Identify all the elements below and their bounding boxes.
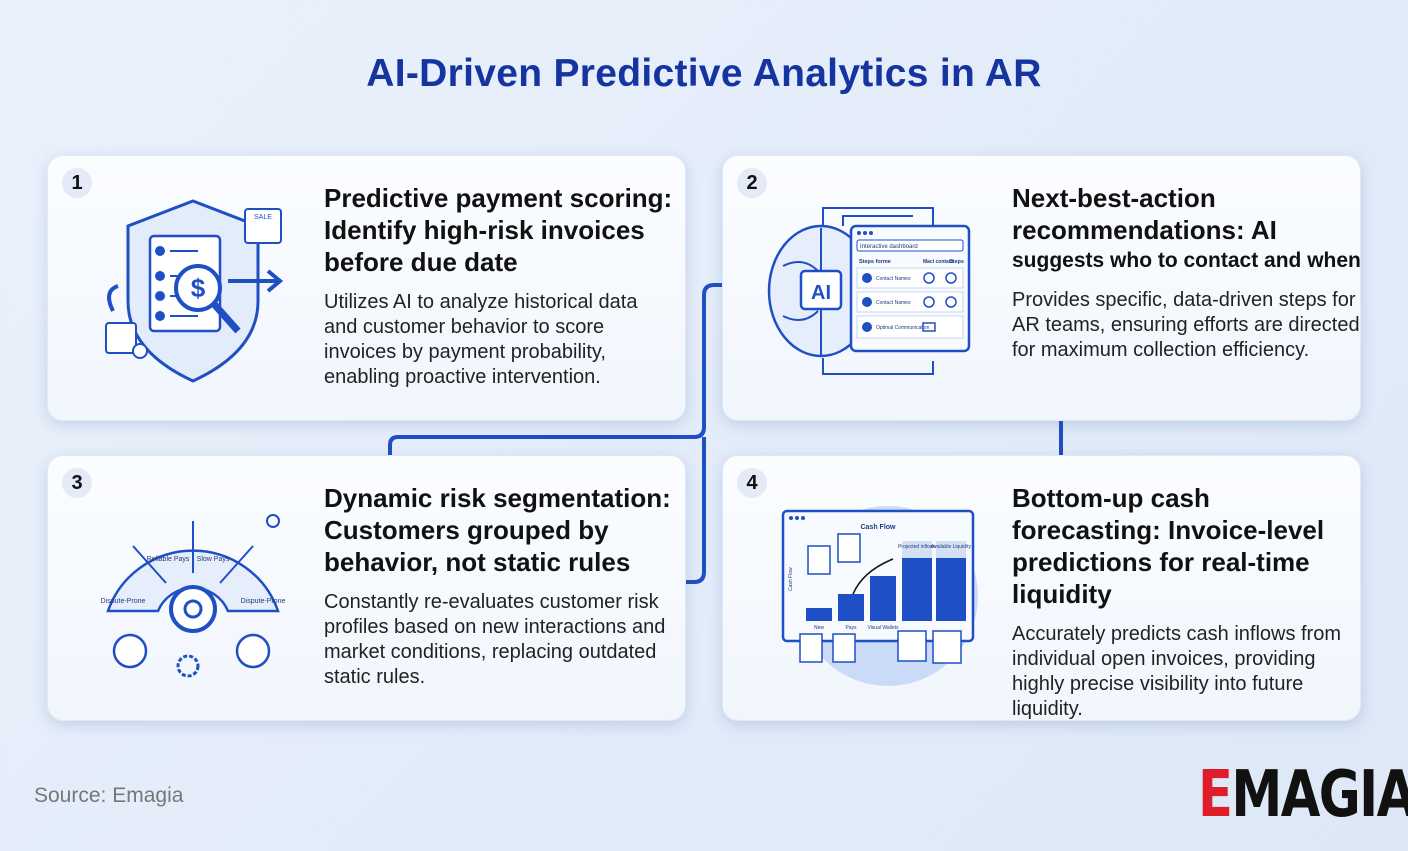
card-heading: Predictive payment scoring: Identify hig… bbox=[324, 183, 673, 277]
card-text: Next-best-action recommendations: AI sug… bbox=[1012, 182, 1362, 363]
card-body: Utilizes AI to analyze historical data a… bbox=[324, 291, 638, 388]
svg-text:Visual Wallets: Visual Wallets bbox=[867, 625, 899, 631]
step-number: 3 bbox=[62, 468, 92, 498]
svg-text:Dispute-Prone: Dispute-Prone bbox=[241, 598, 286, 605]
card-predictive-scoring: 1 $ SALE Predictive payment scoring: Ide… bbox=[47, 155, 686, 421]
card-heading: Dynamic risk segmentation: Customers gro… bbox=[324, 483, 671, 577]
svg-text:$: $ bbox=[191, 273, 206, 303]
svg-text:Cash Flow: Cash Flow bbox=[788, 567, 794, 591]
card-body: Constantly re-evaluates customer risk pr… bbox=[324, 591, 666, 688]
step-number: 4 bbox=[737, 468, 767, 498]
svg-text:Reliable Pays: Reliable Pays bbox=[147, 556, 190, 563]
svg-text:New: New bbox=[814, 625, 824, 631]
svg-text:Projected inflows: Projected inflows bbox=[898, 544, 936, 550]
card-cash-forecasting: 4 Cash Flow Cash Flow Projected inflows … bbox=[722, 455, 1361, 721]
svg-text:Optimal Communication: Optimal Communication bbox=[876, 325, 930, 331]
card-subheading: suggests who to contact and when bbox=[1012, 249, 1361, 272]
emagia-logo: EMAGIATM bbox=[1198, 758, 1408, 832]
card-text: Predictive payment scoring: Identify hig… bbox=[324, 182, 674, 390]
svg-text:AI: AI bbox=[811, 282, 831, 304]
card-heading: Bottom-up cash forecasting: Invoice-leve… bbox=[1012, 483, 1325, 609]
cash-flow-chart-icon: Cash Flow Cash Flow Projected inflows Av… bbox=[781, 506, 978, 686]
ai-brain-dashboard-icon: AI Interactive dashboard Steps forme Mac… bbox=[767, 207, 971, 375]
svg-text:Available Liquidity: Available Liquidity bbox=[931, 544, 971, 550]
svg-text:SALE: SALE bbox=[254, 214, 272, 221]
svg-text:Steps forme: Steps forme bbox=[859, 259, 891, 265]
source-caption: Source: Emagia bbox=[34, 784, 184, 807]
step-number: 2 bbox=[737, 168, 767, 198]
shield-invoice-icon: $ SALE bbox=[105, 199, 284, 383]
card-body: Accurately predicts cash inflows from in… bbox=[1012, 623, 1342, 720]
svg-text:Contact Names: Contact Names bbox=[876, 276, 911, 282]
svg-text:Contact Names: Contact Names bbox=[876, 300, 911, 306]
card-text: Bottom-up cash forecasting: Invoice-leve… bbox=[1012, 482, 1362, 722]
card-next-best-action: 2 AI Interactive dashboard Steps forme M… bbox=[722, 155, 1361, 421]
svg-text:Maci contact: Maci contact bbox=[923, 259, 954, 265]
svg-text:Steps: Steps bbox=[949, 259, 964, 265]
card-heading: Next-best-action recommendations: AI bbox=[1012, 183, 1277, 245]
card-text: Dynamic risk segmentation: Customers gro… bbox=[324, 482, 674, 690]
svg-text:Dispute-Prone: Dispute-Prone bbox=[101, 598, 146, 605]
svg-text:Interactive dashboard: Interactive dashboard bbox=[860, 244, 918, 250]
svg-text:Cash Flow: Cash Flow bbox=[860, 524, 896, 531]
card-body: Provides specific, data-driven steps for… bbox=[1012, 289, 1360, 361]
step-number: 1 bbox=[62, 168, 92, 198]
svg-text:Pays: Pays bbox=[845, 625, 857, 631]
segmentation-wheel-icon: Reliable Pays Slow Pays Dispute-Prone Di… bbox=[101, 514, 286, 678]
card-risk-segmentation: 3 Reliable Pays Slow Pays Dispute-Prone … bbox=[47, 455, 686, 721]
svg-text:Slow Pays: Slow Pays bbox=[197, 556, 230, 563]
page-title: AI-Driven Predictive Analytics in AR bbox=[366, 52, 1042, 95]
